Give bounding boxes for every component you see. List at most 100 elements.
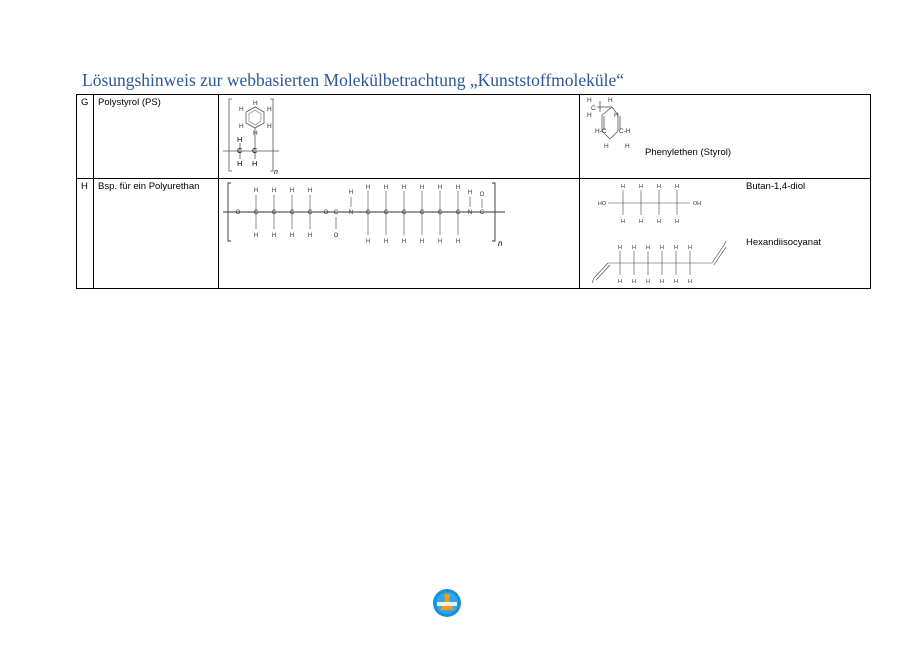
atom-label: C — [480, 210, 485, 216]
row-letter: H — [81, 181, 88, 192]
atom-label: H — [237, 159, 242, 168]
atom-label: C — [366, 210, 371, 216]
bond-line — [723, 240, 727, 246]
atom-label: C — [456, 210, 461, 216]
chemistry-flask-logo-icon — [433, 589, 461, 617]
atom-label: H — [618, 279, 622, 285]
atom-label: OH — [693, 201, 701, 207]
row-letter: G — [81, 97, 89, 108]
atom-label: H — [252, 159, 257, 168]
bond-line — [713, 246, 727, 266]
atom-label: H — [639, 219, 643, 225]
atom-label: N — [468, 210, 472, 216]
atom-label: C — [252, 146, 258, 155]
atom-label: H — [420, 185, 424, 191]
atom-label: H — [674, 245, 678, 251]
repeat-unit-index: n — [274, 169, 278, 176]
styrene-structure-diagram: H H C H H H-C C-H H H — [587, 97, 631, 150]
atom-label: H — [420, 239, 424, 245]
atom-label: H — [614, 112, 619, 119]
bond-line — [593, 262, 609, 279]
atom-label: H — [456, 239, 460, 245]
atom-label: H — [366, 185, 370, 191]
atom-label: H — [674, 279, 678, 285]
atom-label: H — [254, 188, 258, 194]
atom-label: C — [334, 210, 339, 216]
atom-label: H — [688, 245, 692, 251]
atom-label: H — [237, 135, 242, 144]
atom-label: H — [402, 185, 406, 191]
atom-label: H — [587, 112, 592, 119]
atom-label: H — [660, 245, 664, 251]
atom-label: H — [646, 279, 650, 285]
atom-label: H — [272, 188, 276, 194]
atom-label: H — [621, 184, 625, 190]
atom-label: H — [632, 279, 636, 285]
atom-label: H — [349, 190, 353, 196]
atom-label: H — [267, 106, 272, 113]
table-row: G Polystyrol (PS) — [76, 94, 871, 179]
polymer-name-cell: Polystyrol (PS) — [93, 94, 219, 179]
atom-label: H — [384, 239, 388, 245]
atom-label: H — [384, 185, 388, 191]
atom-label: H — [608, 97, 613, 104]
atom-label: N — [349, 210, 353, 216]
polymer-structure-cell: H H H H H H H C C H H n — [218, 94, 580, 179]
atom-label: H — [657, 184, 661, 190]
bond-line — [595, 264, 611, 281]
atom-label: H — [438, 185, 442, 191]
row-letter-cell: H — [76, 178, 94, 289]
atom-label: C — [402, 210, 407, 216]
atom-label: H — [290, 188, 294, 194]
atom-label: H — [267, 123, 272, 130]
atom-label: H — [253, 100, 258, 107]
atom-label: H — [632, 245, 636, 251]
atom-label: H — [239, 106, 244, 113]
atom-label: C — [272, 210, 277, 216]
atom-label: H — [618, 245, 622, 251]
repeat-unit-index: n — [498, 239, 503, 248]
solution-table: G Polystyrol (PS) — [76, 94, 871, 289]
atom-label: C — [420, 210, 425, 216]
atom-label: H — [438, 239, 442, 245]
atom-label: H — [239, 123, 244, 130]
atom-label: H — [308, 188, 312, 194]
atom-label: C — [384, 210, 389, 216]
page-title: Lösungshinweis zur webbasierten Molekülb… — [82, 70, 625, 90]
atom-label: H — [639, 184, 643, 190]
atom-label: HO — [598, 201, 607, 207]
atom-label: C — [254, 210, 259, 216]
polymer-name: Polystyrol (PS) — [98, 97, 161, 108]
atom-label: H — [675, 219, 679, 225]
bond-line — [591, 277, 595, 284]
atom-label: H — [456, 185, 460, 191]
atom-label: H — [366, 239, 370, 245]
atom-label: H — [253, 130, 258, 137]
atom-label: C-H — [619, 128, 631, 135]
atom-label: C — [237, 146, 243, 155]
atom-label: H — [308, 233, 312, 239]
polymer-name-cell: Bsp. für ein Polyurethan — [93, 178, 219, 289]
polymer-name: Bsp. für ein Polyurethan — [98, 181, 200, 192]
atom-label: H — [657, 219, 661, 225]
monomer-label: Phenylethen (Styrol) — [645, 147, 732, 158]
atom-label: H — [587, 97, 592, 104]
atom-label: C — [308, 210, 313, 216]
monomer-label: Hexandiisocyanat — [746, 237, 821, 248]
atom-label: H — [675, 184, 679, 190]
atom-label: H-C — [595, 128, 607, 135]
atom-label: O — [324, 210, 329, 216]
atom-label: H — [468, 190, 472, 196]
monomer-label: Butan-1,4-diol — [746, 181, 806, 192]
atom-label: H — [402, 239, 406, 245]
atom-label: O — [480, 192, 485, 198]
atom-label: H — [688, 279, 692, 285]
atom-label: H — [272, 233, 276, 239]
atom-label: H — [621, 219, 625, 225]
atom-label: C — [290, 210, 295, 216]
monomer-cell: H H C H H H-C C-H H H Phenylethen (Styro… — [579, 94, 871, 179]
